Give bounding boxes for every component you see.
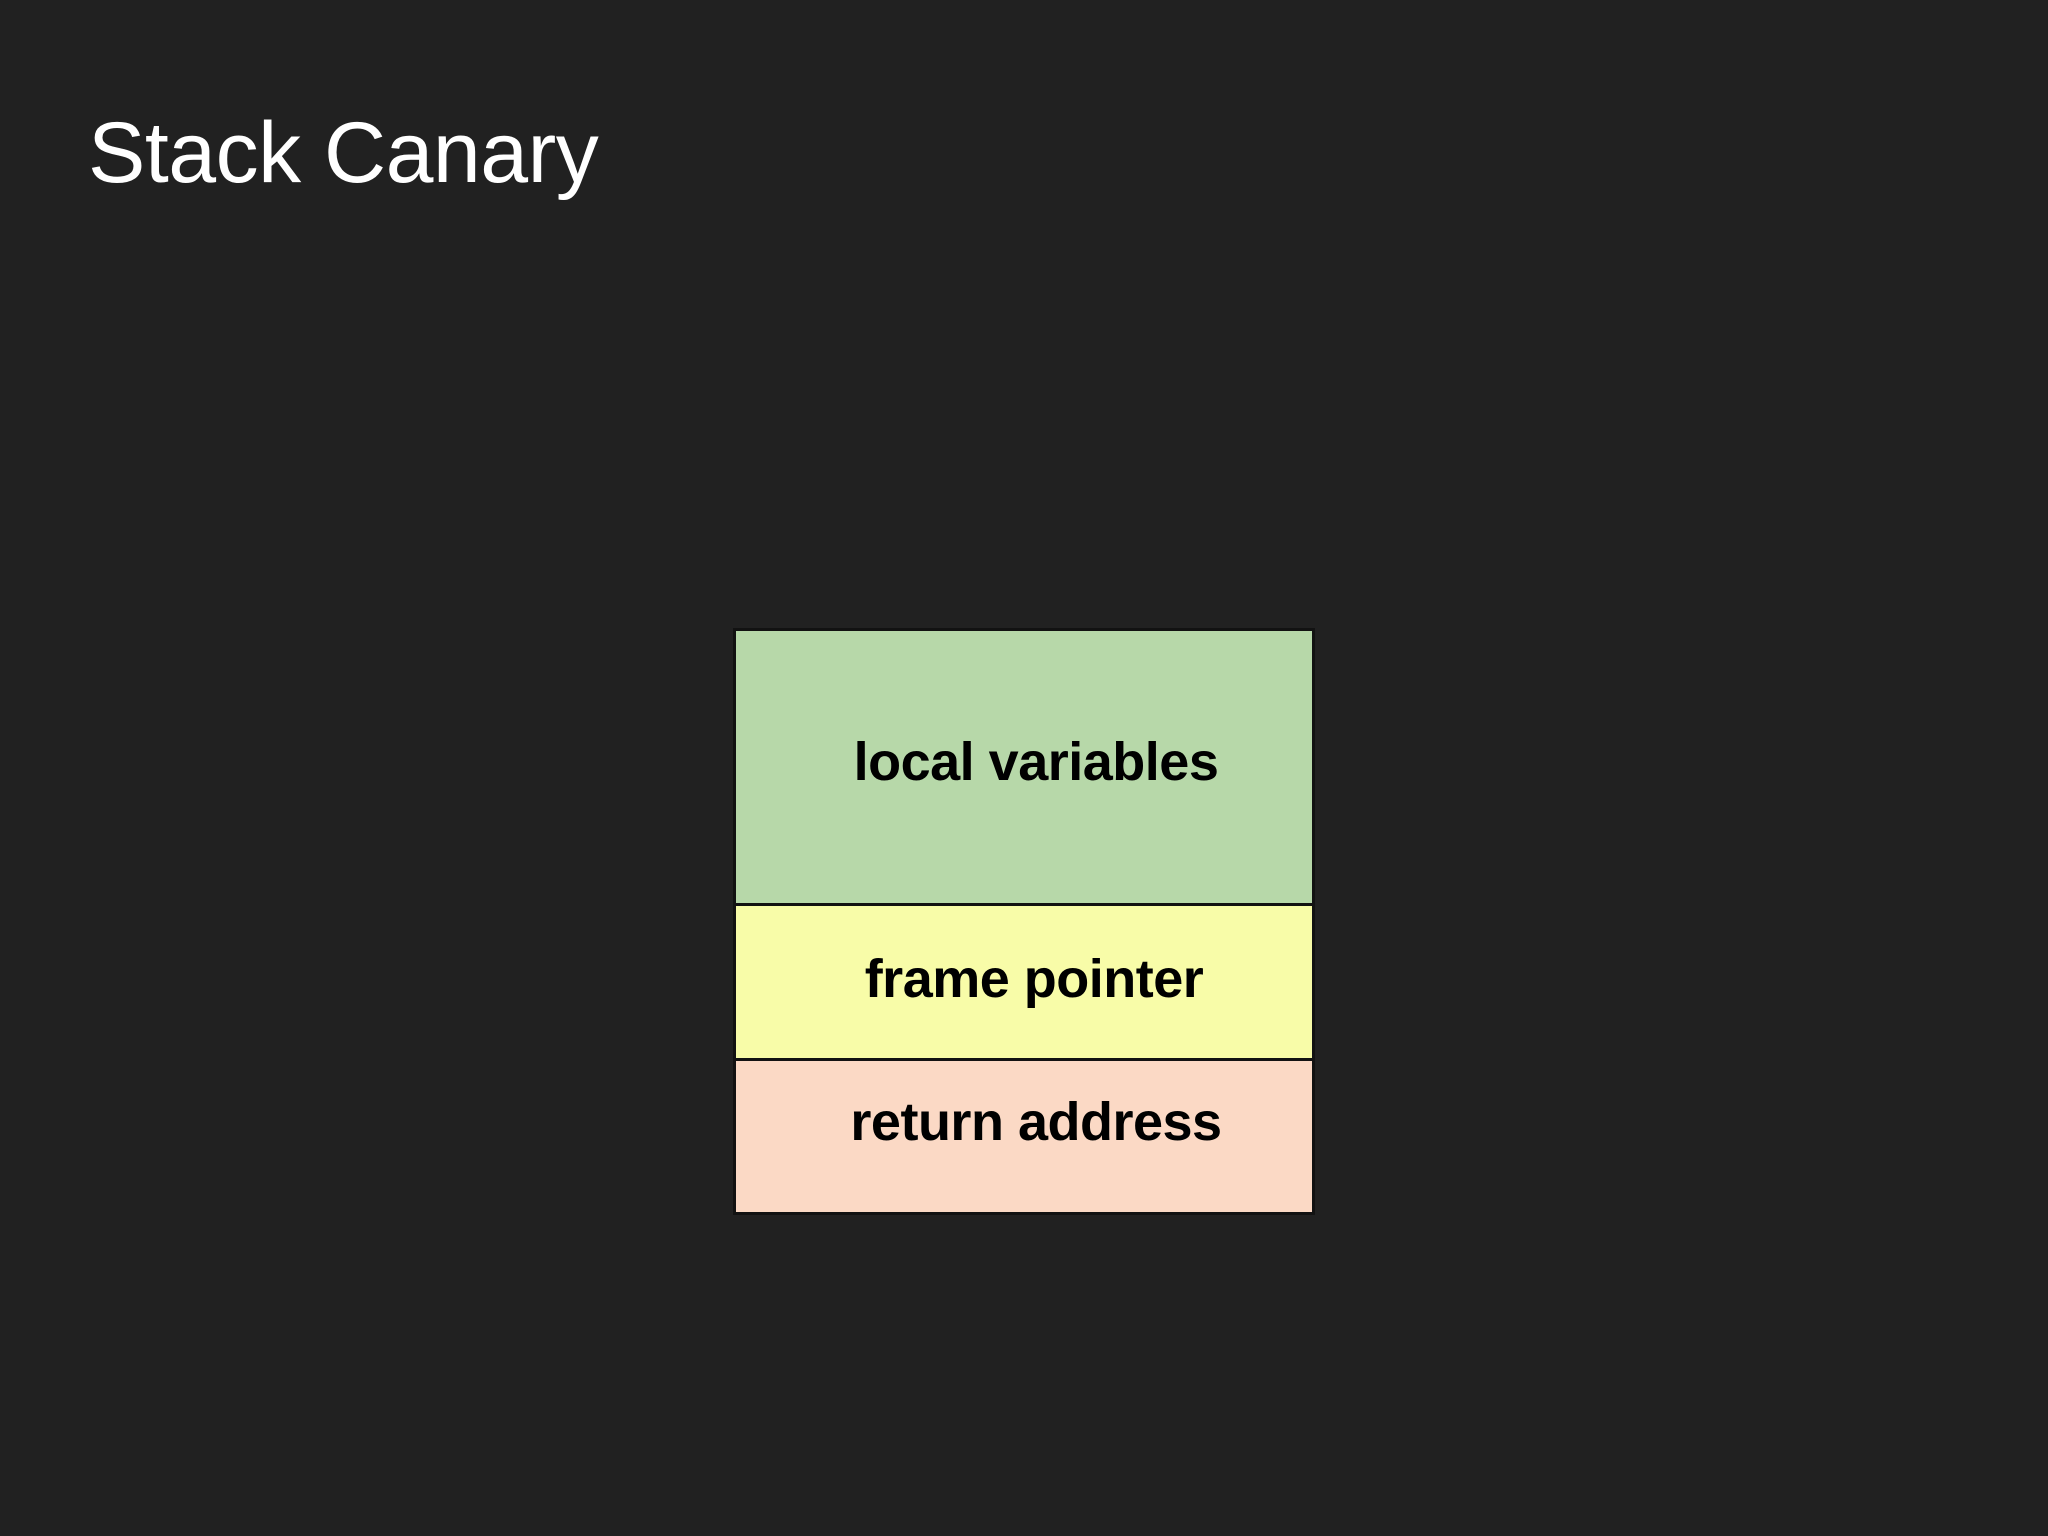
stack-cell-label-local-variables: local variables	[853, 732, 1219, 793]
stack-cell-frame-pointer: frame pointer	[736, 903, 1312, 1058]
stack-cell-return-address: return address	[736, 1058, 1312, 1212]
page-title: Stack Canary	[88, 105, 599, 201]
stack-frame-diagram: local variables frame pointer return add…	[733, 628, 1315, 1215]
stack-cell-local-variables: local variables	[736, 631, 1312, 903]
stack-cell-label-return-address: return address	[850, 1091, 1222, 1152]
stack-cell-label-frame-pointer: frame pointer	[864, 949, 1204, 1010]
